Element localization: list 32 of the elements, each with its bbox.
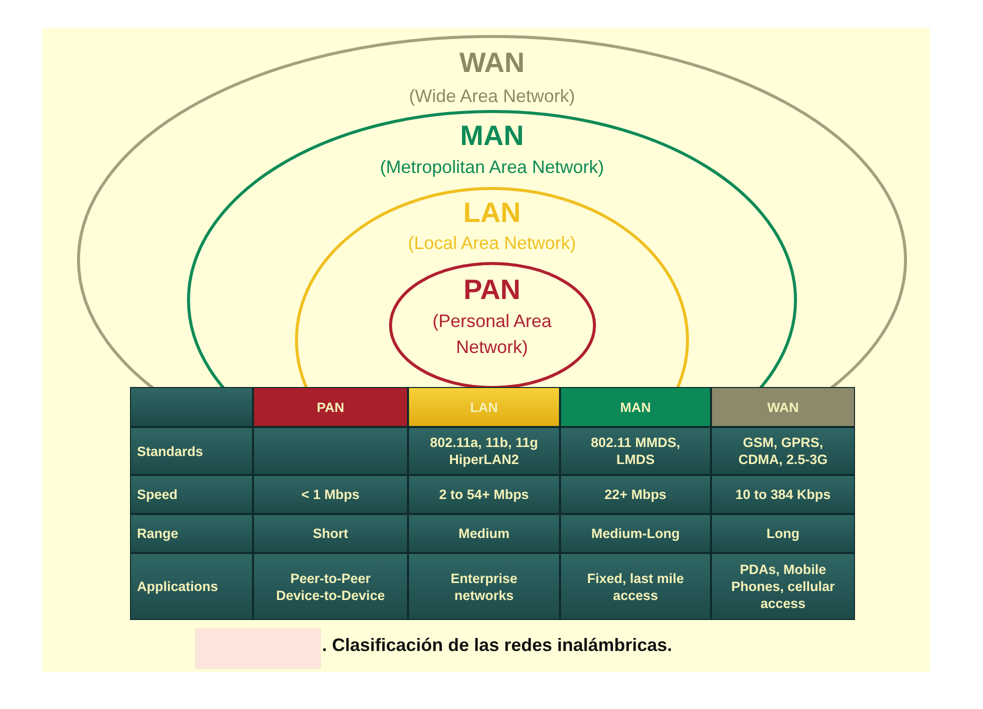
table-cell: Medium-Long: [560, 514, 711, 553]
row-header-cell: Standards: [130, 427, 253, 475]
header-cell: PAN: [253, 387, 408, 427]
header-cell: LAN: [408, 387, 560, 427]
table-cell: 802.11 MMDS, LMDS: [560, 427, 711, 475]
header-cell: MAN: [560, 387, 711, 427]
table-cell: Short: [253, 514, 408, 553]
ellipse-title: MAN: [459, 120, 525, 152]
ellipse-subtitle: (Local Area Network): [406, 232, 578, 255]
table-cell: PDAs, Mobile Phones, cellular access: [711, 553, 855, 620]
table-cell: < 1 Mbps: [253, 475, 408, 514]
figure-caption: . Clasificación de las redes inalámbricas.: [322, 635, 672, 656]
table-cell: Long: [711, 514, 855, 553]
ellipse-subtitle: (Personal Area Network): [431, 310, 553, 359]
ellipse-title: LAN: [462, 197, 522, 229]
ellipse-title: WAN: [458, 47, 526, 79]
ellipse-subtitle: (Metropolitan Area Network): [378, 156, 606, 179]
ellipse-subtitle: (Wide Area Network): [408, 85, 576, 108]
table-cell: Fixed, last mile access: [560, 553, 711, 620]
table-cell: Medium: [408, 514, 560, 553]
table-cell: 10 to 384 Kbps: [711, 475, 855, 514]
table-cell: Enterprise networks: [408, 553, 560, 620]
row-header-cell: Range: [130, 514, 253, 553]
table-cell: GSM, GPRS, CDMA, 2.5-3G: [711, 427, 855, 475]
table-cell: 802.11a, 11b, 11g HiperLAN2: [408, 427, 560, 475]
table-cell: Peer-to-Peer Device-to-Device: [253, 553, 408, 620]
row-header-cell: Applications: [130, 553, 253, 620]
table-cell: 22+ Mbps: [560, 475, 711, 514]
header-cell: WAN: [711, 387, 855, 427]
row-header-cell: Speed: [130, 475, 253, 514]
table-cell: 2 to 54+ Mbps: [408, 475, 560, 514]
ellipse-title: PAN: [462, 274, 522, 306]
